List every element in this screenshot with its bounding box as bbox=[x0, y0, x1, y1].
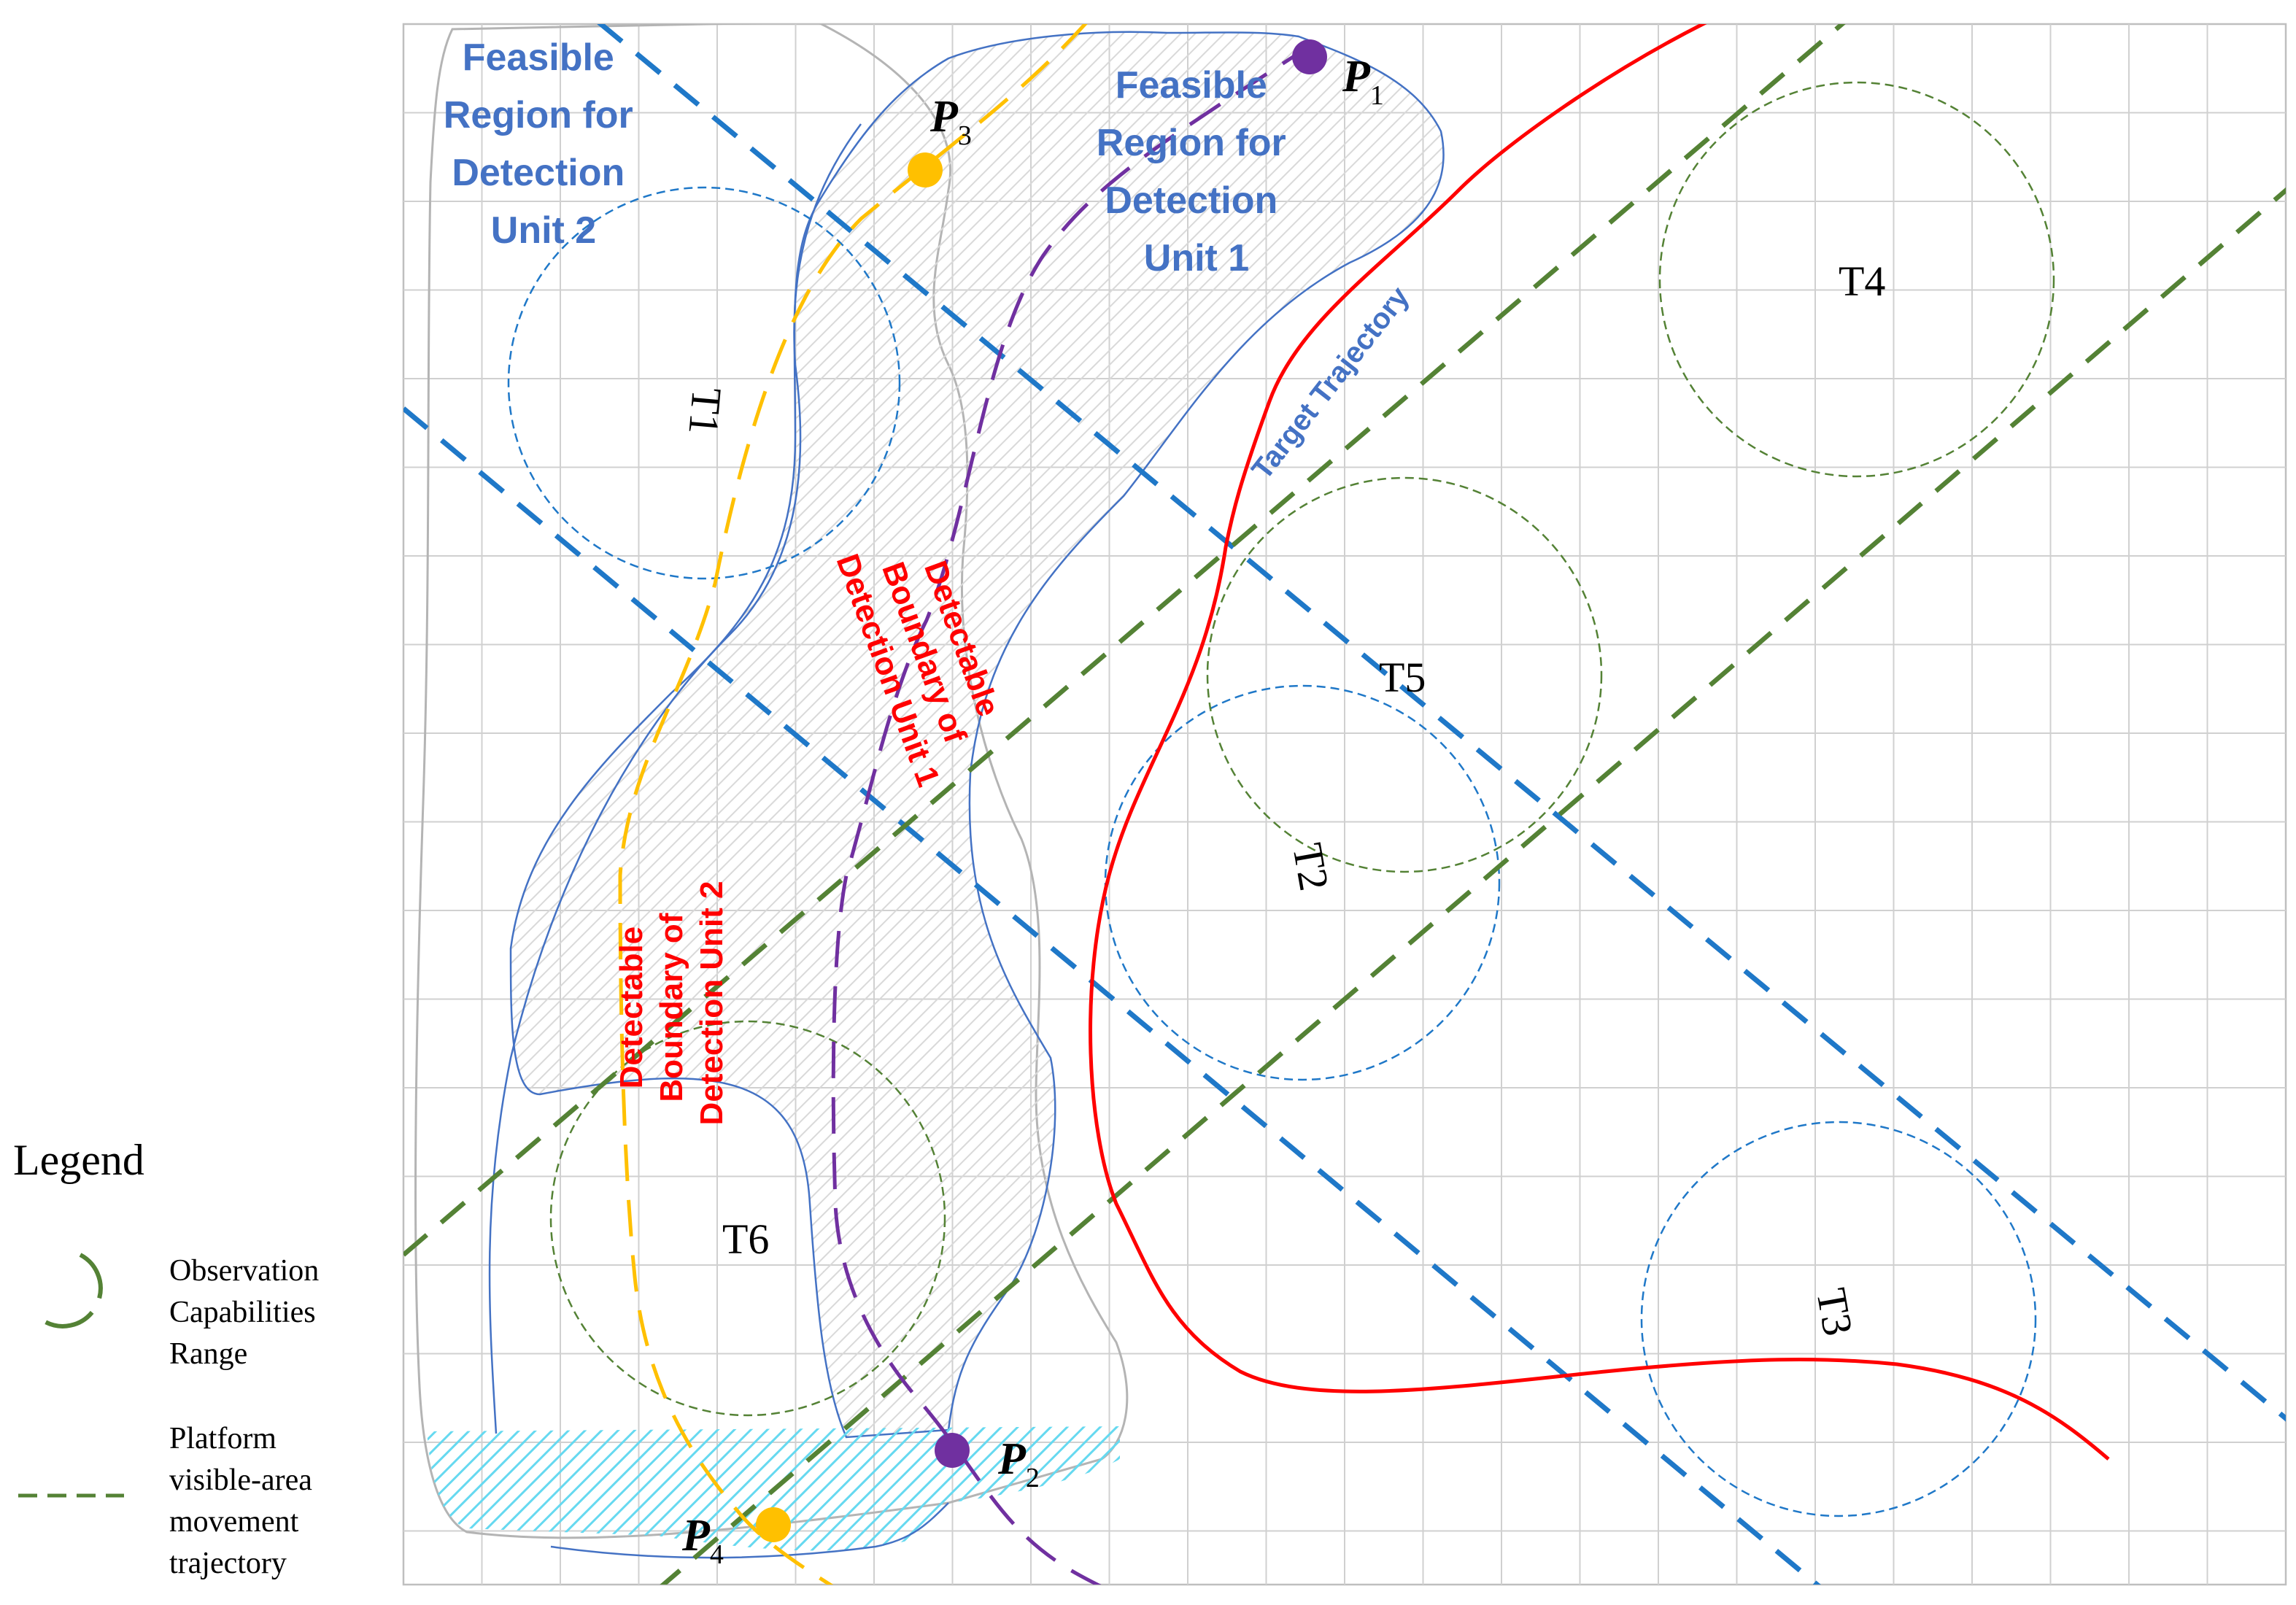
circle-t6-range bbox=[549, 1020, 946, 1417]
detectable-boundary-unit2-curve bbox=[618, 24, 1088, 1585]
legend-item2-label: Platform visible-area movement trajector… bbox=[169, 1422, 320, 1580]
feasible-region-unit1-hatched bbox=[509, 31, 1445, 1439]
legend-item1-label: Observation Capabilities Range bbox=[169, 1254, 327, 1371]
legend-title: Legend bbox=[13, 1136, 144, 1184]
circle-t4-range bbox=[1658, 81, 2055, 478]
point-p4-marker bbox=[756, 1507, 791, 1542]
point-p4-label: P4 bbox=[681, 1511, 724, 1570]
point-p1-label: P1 bbox=[1342, 52, 1384, 111]
green-dashed-line-2 bbox=[660, 187, 2286, 1585]
circle-t1-range bbox=[507, 186, 901, 580]
circle-t5-range bbox=[1206, 476, 1603, 873]
target-label-t3: T3 bbox=[1807, 1285, 1862, 1339]
circle-t3-range bbox=[1640, 1121, 2037, 1517]
observation-circles bbox=[507, 81, 2055, 1517]
feasible-region-unit2-label: Feasible Region for Detection Unit 2 bbox=[444, 36, 643, 252]
blue-dashed-line-1 bbox=[597, 24, 2286, 1422]
background-grid bbox=[402, 23, 2287, 1586]
point-p1-marker bbox=[1292, 39, 1327, 74]
point-p3-label: P3 bbox=[929, 92, 972, 151]
point-p2-marker bbox=[935, 1433, 970, 1468]
feasible-region-unit1-label: Feasible Region for Detection Unit 1 bbox=[1097, 64, 1296, 279]
green-dashed-line-1 bbox=[403, 24, 1846, 1257]
target-label-t2: T2 bbox=[1283, 840, 1338, 894]
target-trajectory-curve bbox=[1089, 24, 2110, 1461]
region-lower-outline bbox=[488, 123, 862, 1434]
target-label-t4: T4 bbox=[1839, 258, 1885, 305]
legend-observation-circle-icon bbox=[44, 1253, 103, 1329]
detectable-boundary-unit2-label: Detectable Boundary of Detection Unit 2 bbox=[614, 881, 730, 1126]
region-bottom-outline bbox=[550, 1502, 949, 1559]
point-p2-label: P2 bbox=[997, 1434, 1040, 1493]
target-label-t6: T6 bbox=[722, 1215, 769, 1263]
target-label-t5: T5 bbox=[1379, 654, 1426, 701]
point-p3-marker bbox=[908, 152, 943, 187]
blue-dashed-line-2 bbox=[403, 406, 1821, 1585]
target-label-t1: T1 bbox=[679, 386, 730, 437]
